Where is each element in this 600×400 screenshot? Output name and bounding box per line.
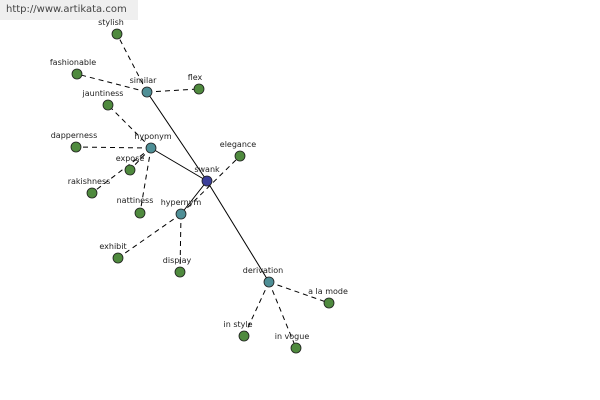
node-hypernym-dot[interactable] — [175, 208, 187, 220]
node-swank-dot[interactable] — [201, 175, 213, 187]
node-elegance-dot[interactable] — [234, 150, 246, 162]
edge-swank-hyponym — [150, 147, 208, 182]
edge-swank-hypernym — [180, 180, 208, 215]
node-similar-label: similar — [130, 76, 158, 85]
node-fashionable[interactable]: fashionable — [50, 58, 96, 80]
node-nattiness-dot[interactable] — [134, 207, 146, 219]
edge-similar-stylish — [116, 33, 148, 93]
edge-similar-fashionable — [76, 73, 148, 93]
node-similar[interactable]: similar — [130, 76, 158, 98]
node-similar-dot[interactable] — [141, 86, 153, 98]
node-in-vogue-dot[interactable] — [290, 342, 302, 354]
edge-hypernym-elegance — [180, 155, 241, 215]
node-exhibit-dot[interactable] — [112, 252, 124, 264]
node-display-dot[interactable] — [174, 266, 186, 278]
node-dapperness[interactable]: dapperness — [51, 131, 98, 153]
node-a-la-mode-dot[interactable] — [323, 297, 335, 309]
node-fashionable-dot[interactable] — [71, 68, 83, 80]
node-in-vogue-label: in vogue — [275, 332, 310, 341]
node-in-vogue[interactable]: in vogue — [275, 332, 310, 354]
watermark-url: http://www.artikata.com — [6, 4, 127, 15]
node-exhibit-label: exhibit — [99, 242, 126, 251]
node-stylish[interactable]: stylish — [98, 18, 124, 40]
node-expose[interactable]: expose — [116, 154, 145, 176]
node-nattiness-label: nattiness — [117, 196, 154, 205]
node-expose-label: expose — [116, 154, 145, 163]
node-exhibit[interactable]: exhibit — [99, 242, 127, 264]
edge-hypernym-exhibit — [117, 213, 182, 259]
node-in-style-dot[interactable] — [238, 330, 250, 342]
edge-hyponym-nattiness — [139, 147, 152, 214]
node-hyponym-label: hyponym — [134, 132, 172, 141]
edge-similar-flex — [146, 88, 200, 93]
edge-hyponym-dapperness — [75, 146, 152, 149]
node-stylish-label: stylish — [98, 18, 124, 27]
node-flex-dot[interactable] — [193, 83, 205, 95]
node-derivation[interactable]: derivation — [243, 266, 283, 288]
node-a-la-mode[interactable]: a la mode — [308, 287, 348, 309]
node-hyponym[interactable]: hyponym — [134, 132, 172, 154]
node-derivation-label: derivation — [243, 266, 283, 275]
edge-hyponym-jauntiness — [107, 104, 152, 149]
node-stylish-dot[interactable] — [111, 28, 123, 40]
node-rakishness-dot[interactable] — [86, 187, 98, 199]
edge-swank-derivation — [206, 180, 270, 283]
node-display[interactable]: display — [163, 256, 192, 278]
node-in-style[interactable]: in style — [223, 320, 253, 342]
edges-layer — [75, 33, 330, 349]
node-hypernym-label: hypernym — [161, 198, 202, 207]
node-swank[interactable]: swank — [194, 165, 220, 187]
node-flex[interactable]: flex — [188, 73, 205, 95]
node-hypernym[interactable]: hypernym — [161, 198, 202, 220]
node-elegance-label: elegance — [220, 140, 257, 149]
node-elegance[interactable]: elegance — [220, 140, 257, 162]
node-display-label: display — [163, 256, 192, 265]
node-a-la-mode-label: a la mode — [308, 287, 348, 296]
watermark-box: http://www.artikata.com — [0, 0, 138, 20]
node-derivation-dot[interactable] — [263, 276, 275, 288]
edge-hypernym-display — [179, 213, 182, 273]
node-fashionable-label: fashionable — [50, 58, 96, 67]
edge-hyponym-rakishness — [91, 147, 152, 194]
node-dapperness-dot[interactable] — [70, 141, 82, 153]
edge-derivation-in-style — [243, 281, 270, 337]
node-rakishness[interactable]: rakishness — [68, 177, 111, 199]
edge-derivation-in-vogue — [268, 281, 297, 349]
node-flex-label: flex — [188, 73, 203, 82]
node-jauntiness-label: jauntiness — [82, 89, 124, 98]
node-rakishness-label: rakishness — [68, 177, 111, 186]
edge-swank-similar — [146, 91, 208, 182]
node-dapperness-label: dapperness — [51, 131, 98, 140]
node-jauntiness-dot[interactable] — [102, 99, 114, 111]
nodes-layer: swank similar hyponym hypernym derivation sty… — [50, 18, 348, 354]
node-jauntiness[interactable]: jauntiness — [82, 89, 124, 111]
edge-derivation-a-la-mode — [268, 281, 330, 304]
node-nattiness[interactable]: nattiness — [117, 196, 154, 219]
node-swank-label: swank — [194, 165, 220, 174]
node-in-style-label: in style — [223, 320, 252, 329]
node-expose-dot[interactable] — [124, 164, 136, 176]
node-hyponym-dot[interactable] — [145, 142, 157, 154]
